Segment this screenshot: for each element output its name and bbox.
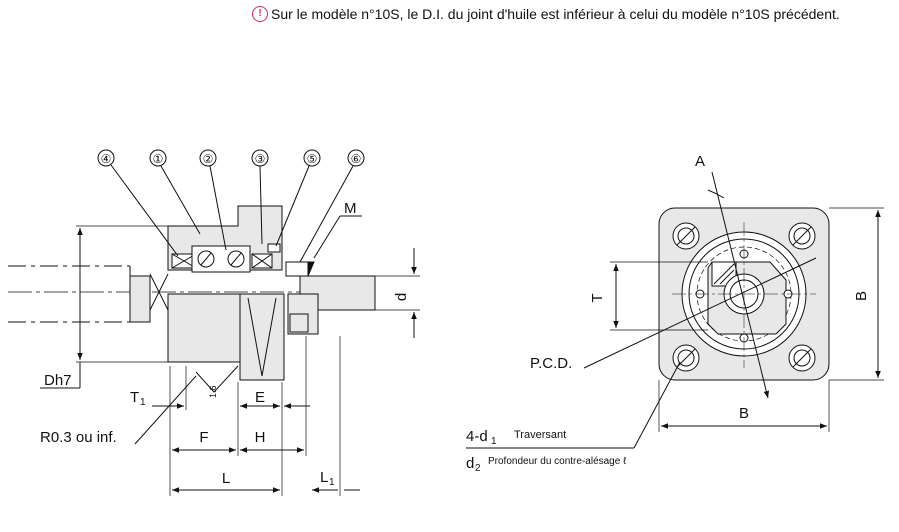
- label-h: H: [255, 429, 266, 446]
- label-holes: 4-d: [466, 428, 488, 445]
- exclamation-circle-icon: !: [252, 6, 268, 22]
- label-cbore: d: [466, 455, 474, 472]
- callout-5: ⑤: [307, 152, 318, 166]
- front-view: [466, 171, 884, 449]
- label-cbore-note: Profondeur du contre-alésage ℓ: [488, 456, 627, 467]
- callout-2: ②: [203, 152, 214, 166]
- side-view-labels: ④ ① ② ③ ⑤ ⑥ M d Dh7 T 1 1.6 E R0.3 ou in…: [40, 152, 410, 488]
- housing: [167, 205, 319, 381]
- label-l1: L: [320, 469, 328, 486]
- corner-holes: [672, 222, 816, 372]
- label-d: d: [393, 293, 410, 301]
- note-text: Sur le modèle n°10S, le D.I. du joint d'…: [271, 6, 840, 22]
- bearings: [171, 243, 315, 277]
- label-a: A: [695, 153, 705, 170]
- label-cbore-sub: 2: [475, 463, 481, 474]
- label-pcd: P.C.D.: [530, 355, 572, 372]
- label-b-right: B: [853, 291, 870, 301]
- label-b-bottom: B: [739, 405, 749, 422]
- label-t: T: [589, 293, 606, 302]
- side-dimensions: [40, 225, 420, 496]
- shaft: [8, 265, 376, 323]
- label-roughness: 1.6: [208, 385, 218, 398]
- label-e: E: [255, 389, 265, 406]
- label-t1: T: [130, 389, 139, 406]
- callout-3: ③: [255, 152, 266, 166]
- front-view-labels: A T B B P.C.D. 4-d 1 Traversant d 2 Prof…: [466, 153, 870, 474]
- callouts: [97, 149, 365, 263]
- label-holes-note: Traversant: [514, 429, 566, 441]
- note-line: ! Sur le modèle n°10S, le D.I. du joint …: [252, 5, 840, 23]
- side-view: [8, 149, 420, 496]
- callout-4: ④: [101, 152, 112, 166]
- label-r03: R0.3 ou inf.: [40, 429, 117, 446]
- label-m: M: [344, 200, 357, 217]
- label-l: L: [222, 470, 230, 487]
- label-f: F: [199, 429, 208, 446]
- callout-6: ⑥: [351, 152, 362, 166]
- callout-1: ①: [153, 152, 164, 166]
- label-holes-sub: 1: [491, 436, 497, 447]
- label-t1-sub: 1: [140, 397, 146, 408]
- label-l1-sub: 1: [329, 477, 335, 488]
- label-dh7: Dh7: [44, 372, 72, 389]
